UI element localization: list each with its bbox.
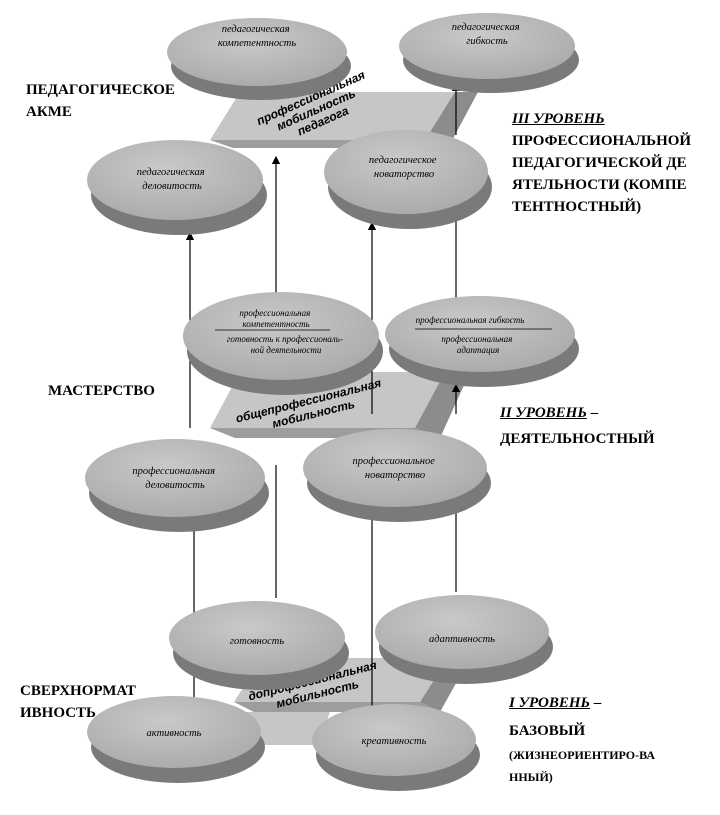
ellipse-ped-business (87, 140, 267, 235)
text-ped-business: педагогическая деловитость (137, 167, 208, 192)
text-prof-innovation: профессиональное новаторство (352, 456, 437, 481)
text-prof-competence-a: профессиональная компетентность (239, 308, 312, 329)
text-creativity: креативность (362, 736, 427, 747)
ellipse-ped-innovation (324, 130, 492, 229)
ellipse-prof-competence (183, 292, 383, 395)
text-adaptivity: адаптивность (429, 634, 495, 645)
level2-block: II УРОВЕНЬ – ДЕЯТЕЛЬНОСТНЫЙ (500, 402, 690, 450)
level2-dash: – (590, 405, 599, 421)
level3-title: III УРОВЕНЬ (512, 111, 605, 127)
text-prof-business: профессиональная деловитость (132, 466, 217, 491)
text-prof-flexibility-b: профессиональная адаптация (441, 334, 514, 355)
ellipse-prof-innovation (303, 429, 491, 522)
ellipse-adaptivity (375, 595, 553, 684)
ellipse-creativity (312, 704, 480, 791)
label-above-norm: СВЕРХНОРМАТИВНОСТЬ (20, 683, 136, 721)
ellipse-prof-flexibility (385, 296, 579, 387)
label-ped-acme: ПЕДАГОГИЧЕСКОЕ АКМЕ (26, 82, 175, 120)
level1-dash: – (593, 695, 602, 711)
level2-title: II УРОВЕНЬ (500, 405, 587, 421)
text-prof-flexibility-a: профессиональная гибкость (416, 315, 525, 325)
level1-desc: БАЗОВЫЙ (509, 723, 586, 739)
text-prof-competence-b: готовность к профессиональ- ной деятельн… (227, 334, 345, 355)
level1-note: (ЖИЗНЕОРИЕНТИРО-ВАННЫЙ) (509, 748, 656, 784)
level1-title: I УРОВЕНЬ (509, 695, 591, 711)
level1-block: I УРОВЕНЬ – БАЗОВЫЙ (ЖИЗНЕОРИЕНТИРО-ВАНН… (509, 692, 659, 788)
label-mastery: МАСТЕРСТВО (48, 383, 155, 399)
ellipse-ped-competence (167, 18, 351, 100)
level3-desc: ПРОФЕССИОНАЛЬНОЙ ПЕДАГОГИЧЕСКОЙ ДЕЯТЕЛЬН… (512, 133, 692, 215)
connectors (185, 82, 461, 714)
level2-desc: ДЕЯТЕЛЬНОСТНЫЙ (500, 431, 655, 447)
text-ped-competence: педагогическая компетентность (218, 24, 297, 49)
ellipse-activity (87, 696, 265, 783)
text-ped-flexibility: педагогическая гибкость (452, 22, 523, 47)
text-activity: активность (147, 728, 202, 739)
text-ped-innovation: педагогическое новаторство (369, 155, 439, 180)
text-readiness: готовность (230, 636, 284, 647)
ellipse-ped-flexibility (399, 13, 579, 93)
ellipse-readiness (169, 601, 349, 690)
ellipse-prof-business (85, 439, 269, 532)
level3-block: III УРОВЕНЬ ПРОФЕССИОНАЛЬНОЙ ПЕДАГОГИЧЕС… (512, 108, 692, 218)
